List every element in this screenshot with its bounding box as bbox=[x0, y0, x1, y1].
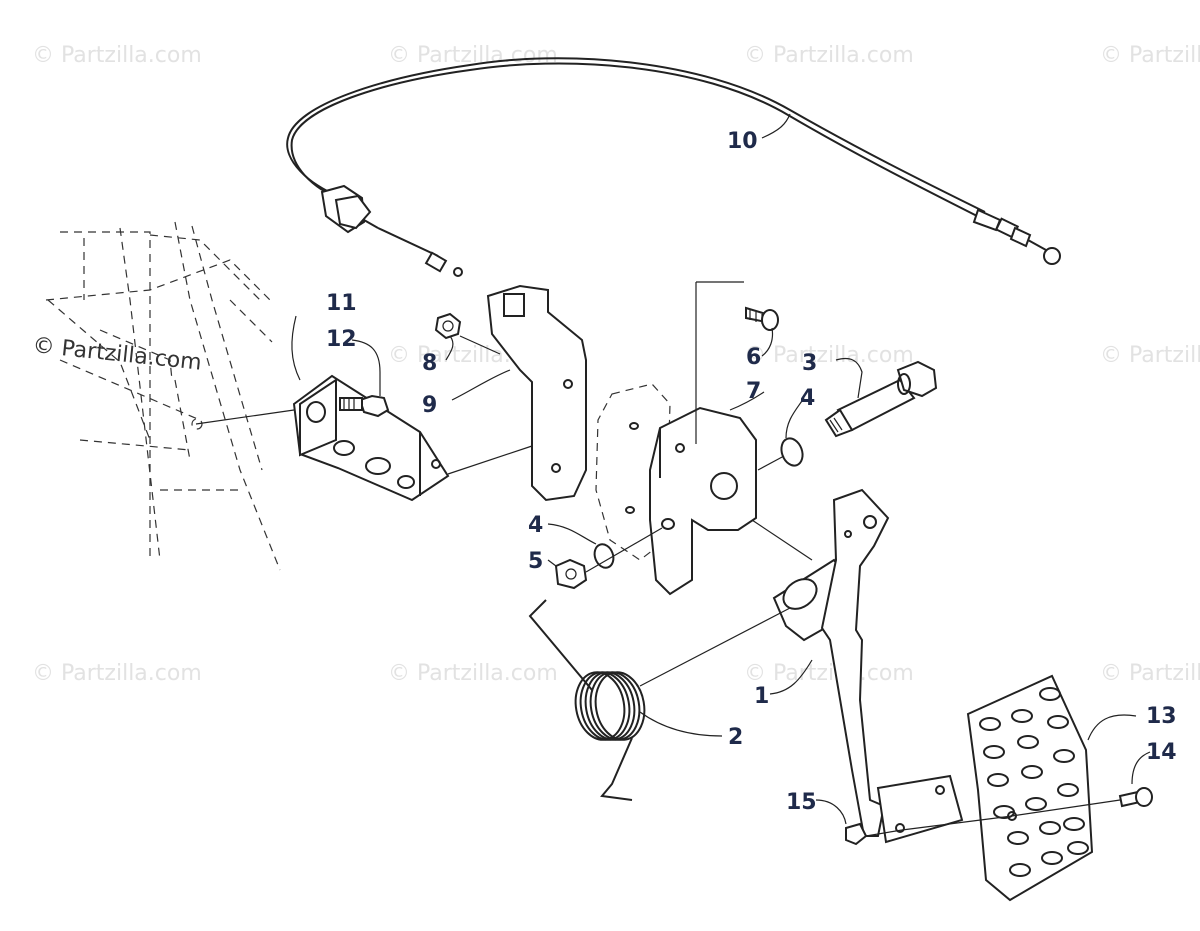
pivot-bolt bbox=[824, 360, 938, 438]
callout-13: 13 bbox=[1146, 704, 1177, 729]
callout-3: 3 bbox=[802, 351, 817, 376]
callout-2: 2 bbox=[728, 725, 743, 750]
watermark-text: © Partzilla.com bbox=[1100, 343, 1200, 368]
watermark-text: © Partzilla.com bbox=[1100, 43, 1200, 68]
watermark-text: © Partzilla.com bbox=[744, 343, 914, 368]
callout-15: 15 bbox=[786, 790, 817, 815]
pedal-foot-pad bbox=[966, 674, 1094, 902]
watermark-text: © Partzilla.com bbox=[32, 661, 202, 686]
return-spring bbox=[528, 599, 791, 801]
callout-8: 8 bbox=[422, 351, 437, 376]
callout-11: 11 bbox=[326, 291, 357, 316]
callout-leaders bbox=[291, 113, 1151, 825]
callout-12: 12 bbox=[326, 327, 357, 352]
callout-10: 10 bbox=[727, 129, 758, 154]
callout-9: 9 bbox=[422, 393, 437, 418]
callout-4-upper: 4 bbox=[800, 386, 815, 411]
callout-5: 5 bbox=[528, 549, 543, 574]
watermark-text: © Partzilla.com bbox=[1100, 661, 1200, 686]
pedal-bracket bbox=[195, 284, 587, 502]
mounting-bracket bbox=[292, 374, 450, 502]
watermark-text: © Partzilla.com bbox=[744, 661, 914, 686]
watermark-text: © Partzilla.com bbox=[32, 43, 202, 68]
frame-ghost bbox=[45, 221, 281, 571]
watermark-text: © Partzilla.com bbox=[388, 661, 558, 686]
screw bbox=[745, 306, 779, 331]
watermark-text-prominent: © Partzilla.com bbox=[31, 333, 202, 376]
callout-7: 7 bbox=[746, 379, 761, 404]
plate-ghost bbox=[595, 383, 671, 561]
callout-4-lower: 4 bbox=[528, 513, 543, 538]
washers-and-nut bbox=[554, 437, 804, 590]
pivot-bracket bbox=[625, 281, 757, 596]
callout-1: 1 bbox=[754, 684, 769, 709]
watermark-text: © Partzilla.com bbox=[744, 43, 914, 68]
throttle-cable bbox=[286, 57, 1061, 277]
callout-labels: 10 11 12 8 9 6 3 7 4 4 5 1 2 13 14 15 bbox=[326, 129, 1177, 815]
callout-14: 14 bbox=[1146, 740, 1177, 765]
watermark-layer: © Partzilla.com © Partzilla.com © Partzi… bbox=[31, 43, 1200, 686]
callout-6: 6 bbox=[746, 345, 761, 370]
pad-fasteners bbox=[845, 787, 1153, 846]
